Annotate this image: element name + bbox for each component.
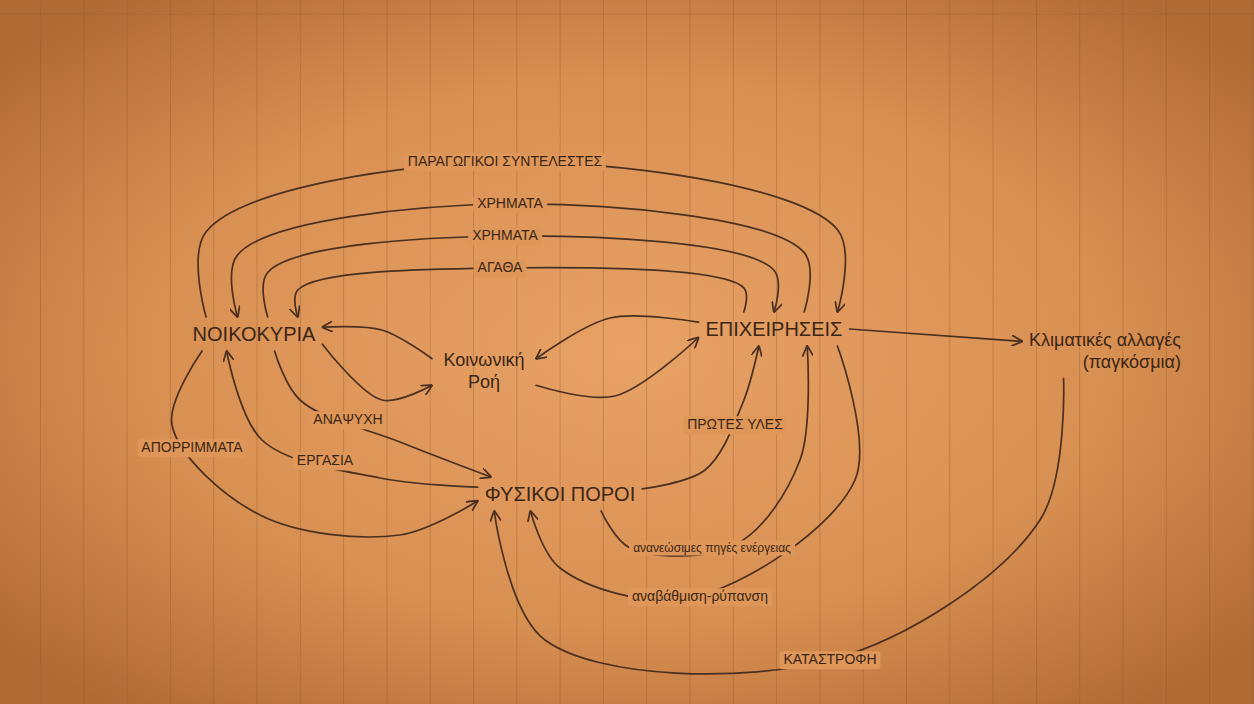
flow-arrow [494, 379, 1063, 674]
flow-arrow [198, 162, 845, 317]
flow-arrow [601, 346, 808, 556]
flow-label: ανανεώσιμες πηγές ενέργειας [629, 541, 795, 556]
flow-label: ΧΡΗΜΑΤΑ [473, 195, 547, 213]
flow-arrow [849, 329, 1022, 341]
flow-arrow [536, 316, 699, 359]
flow-label: ΧΡΗΜΑΤΑ [468, 227, 542, 245]
flow-arrow [231, 204, 810, 317]
margin-line [0, 14, 1254, 15]
concept-node: ΝΟΙΚΟΚΥΡΙΑ [186, 317, 323, 351]
concept-node: Κλιματικές αλλαγές(παγκόσμια) [1022, 325, 1188, 378]
flow-arrow [536, 338, 699, 398]
flow-label: ΑΠΟΡΡΙΜΜΑΤΑ [137, 439, 246, 457]
flow-label: ΑΝΑΨΥΧΗ [309, 411, 386, 429]
node-text: ΕΠΙΧΕΙΡΗΣΕΙΣ [706, 317, 843, 341]
flow-arrow [530, 346, 859, 600]
flow-label: ΠΡΩΤΕΣ ΥΛΕΣ [683, 416, 787, 434]
node-text: (παγκόσμια) [1029, 352, 1181, 374]
flow-label: ΚΑΤΑΣΤΡΟΦΗ [779, 651, 880, 669]
concept-node: ΦΥΣΙΚΟΙ ΠΟΡΟΙ [478, 477, 642, 511]
flow-label: ΕΡΓΑΣΙΑ [293, 452, 357, 470]
flow-arrow [227, 351, 478, 487]
node-text: Κοινωνική Ροή [439, 350, 529, 393]
node-text: Κλιματικές αλλαγές [1029, 330, 1181, 352]
node-text: ΦΥΣΙΚΟΙ ΠΟΡΟΙ [485, 482, 635, 506]
concept-node: ΕΠΙΧΕΙΡΗΣΕΙΣ [699, 312, 850, 346]
flow-label: αναβάθμιση-ρύπανση [628, 588, 772, 606]
node-text: ΝΟΙΚΟΚΥΡΙΑ [193, 322, 316, 346]
flow-arrow [322, 344, 432, 400]
concept-node: Κοινωνική Ροή [432, 345, 536, 398]
flow-label: ΑΓΑΘΑ [474, 259, 527, 277]
flow-arrow [322, 327, 432, 359]
flow-label: ΠΑΡΑΓΩΓΙΚΟΙ ΣΥΝΤΕΛΕΣΤΕΣ [404, 153, 606, 171]
flow-arrow [263, 236, 778, 317]
